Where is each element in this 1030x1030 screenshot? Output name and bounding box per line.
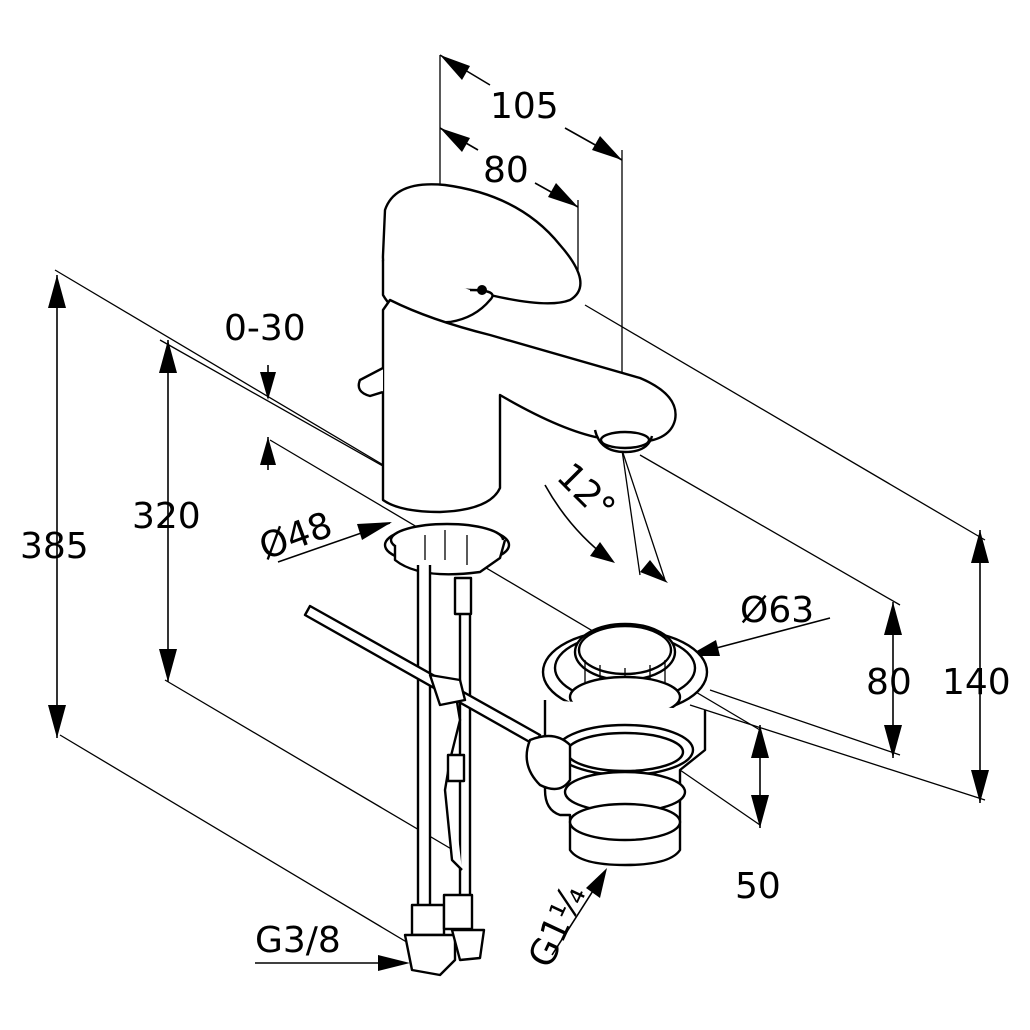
label-50: 50	[735, 866, 781, 907]
dimension-0-30	[260, 365, 276, 470]
waste-valve	[525, 622, 709, 867]
label-385: 385	[20, 526, 89, 567]
dimension-g114-leader	[551, 868, 607, 956]
supply-hoses	[403, 565, 486, 977]
dimension-g38-leader	[255, 955, 410, 971]
dimension-105	[439, 54, 623, 161]
label-g38: G3/8	[255, 920, 341, 961]
dimension-80-right	[884, 602, 902, 758]
dimension-50	[751, 725, 769, 828]
dimension-140	[971, 530, 989, 803]
lever-pivot-icon	[477, 285, 487, 295]
base-flange	[383, 522, 511, 576]
label-63: Ø63	[740, 590, 814, 631]
label-105: 105	[490, 86, 559, 127]
label-80-right: 80	[866, 662, 912, 703]
faucet-body	[357, 183, 677, 514]
label-80-top: 80	[483, 150, 529, 191]
label-0-30: 0-30	[224, 308, 306, 349]
dimension-80-top	[439, 127, 579, 208]
label-48: Ø48	[254, 505, 338, 569]
label-g114: G1¼	[521, 879, 594, 974]
aerator-icon	[599, 430, 651, 450]
popup-rod	[303, 604, 542, 747]
label-320: 320	[132, 496, 201, 537]
dimension-385	[48, 275, 66, 738]
dimension-12-angle	[544, 449, 668, 583]
dimension-48-leader	[277, 522, 392, 563]
dimension-320	[159, 340, 177, 682]
label-140: 140	[942, 662, 1011, 703]
label-12deg: 12°	[549, 455, 623, 529]
